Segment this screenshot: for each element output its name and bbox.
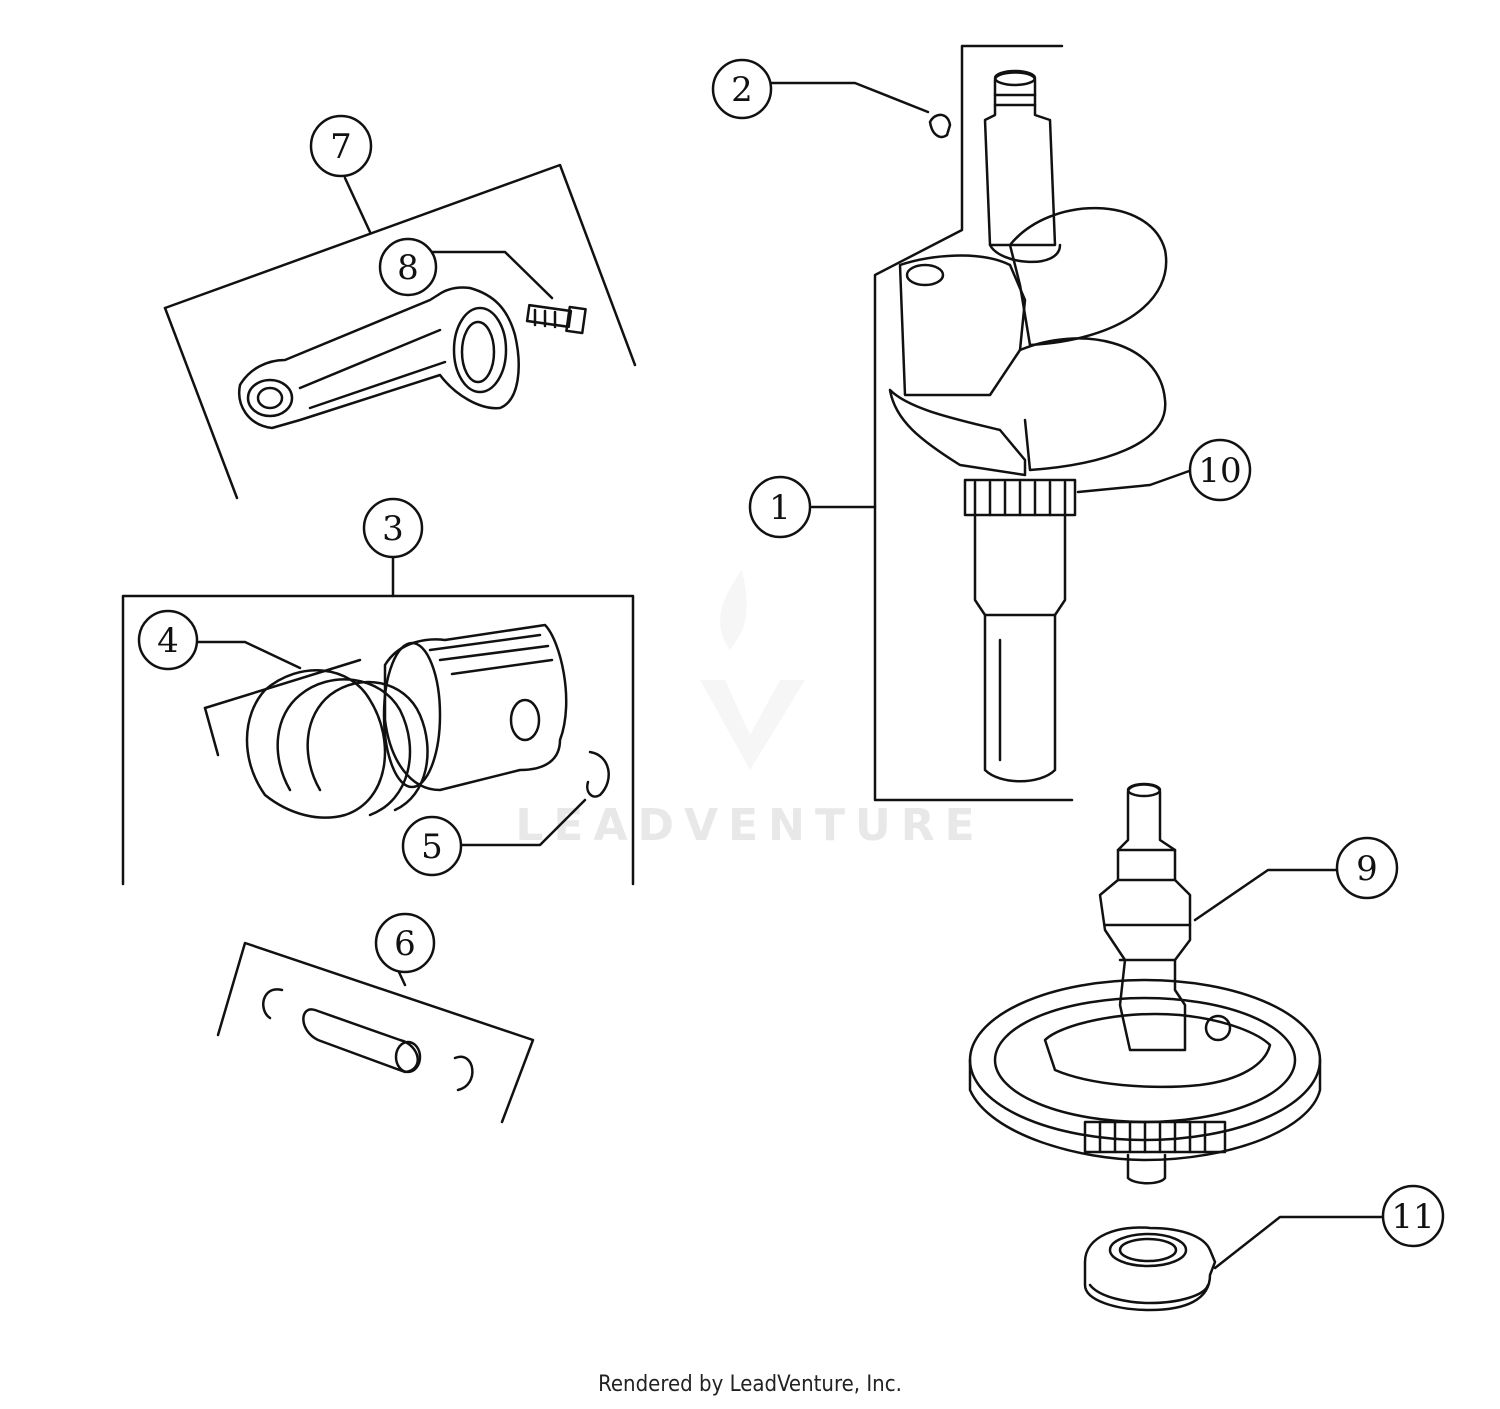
svg-text:2: 2 xyxy=(731,70,753,110)
svg-text:4: 4 xyxy=(157,621,179,661)
svg-text:6: 6 xyxy=(394,924,416,964)
woodruff-key xyxy=(928,113,952,139)
callout-3: 3 xyxy=(362,497,424,559)
svg-text:11: 11 xyxy=(1391,1197,1434,1237)
svg-text:10: 10 xyxy=(1198,451,1241,491)
callout-1: 1 xyxy=(748,475,812,539)
footer-credit: Rendered by LeadVenture, Inc. xyxy=(598,1372,902,1397)
watermark-text: LEADVENTURE xyxy=(515,800,984,851)
svg-text:5: 5 xyxy=(421,827,443,867)
camshaft-assembly xyxy=(968,782,1340,1185)
connecting-rod-assembly xyxy=(163,163,637,500)
svg-text:1: 1 xyxy=(769,488,791,528)
callout-9: 9 xyxy=(1335,836,1399,900)
svg-text:7: 7 xyxy=(330,127,352,167)
callout-8: 8 xyxy=(378,237,438,297)
snap-ring xyxy=(586,750,610,798)
svg-text:8: 8 xyxy=(397,248,419,288)
piston-rings xyxy=(203,658,429,819)
piston-assembly xyxy=(121,554,635,886)
cam-bushing xyxy=(1083,1215,1385,1312)
callout-4: 4 xyxy=(137,609,199,671)
crank-gear xyxy=(963,478,1077,517)
cam-gear-teeth xyxy=(1083,1120,1227,1154)
watermark-logo xyxy=(700,570,805,770)
callout-11: 11 xyxy=(1381,1184,1445,1248)
callout-6: 6 xyxy=(374,912,436,974)
callout-7: 7 xyxy=(309,114,373,178)
crankshaft-assembly xyxy=(810,44,1194,802)
callouts: 7 8 2 1 10 3 4 5 xyxy=(137,58,1445,1248)
svg-text:3: 3 xyxy=(382,509,404,549)
callout-5: 5 xyxy=(401,815,463,877)
svg-text:9: 9 xyxy=(1356,849,1378,889)
pin-clip-right xyxy=(453,1055,474,1092)
wrist-pin-assembly xyxy=(216,941,535,1124)
callout-2: 2 xyxy=(711,58,773,120)
callout-10: 10 xyxy=(1188,438,1252,502)
rod-bolt xyxy=(525,303,587,335)
pin-clip-left xyxy=(262,988,284,1020)
